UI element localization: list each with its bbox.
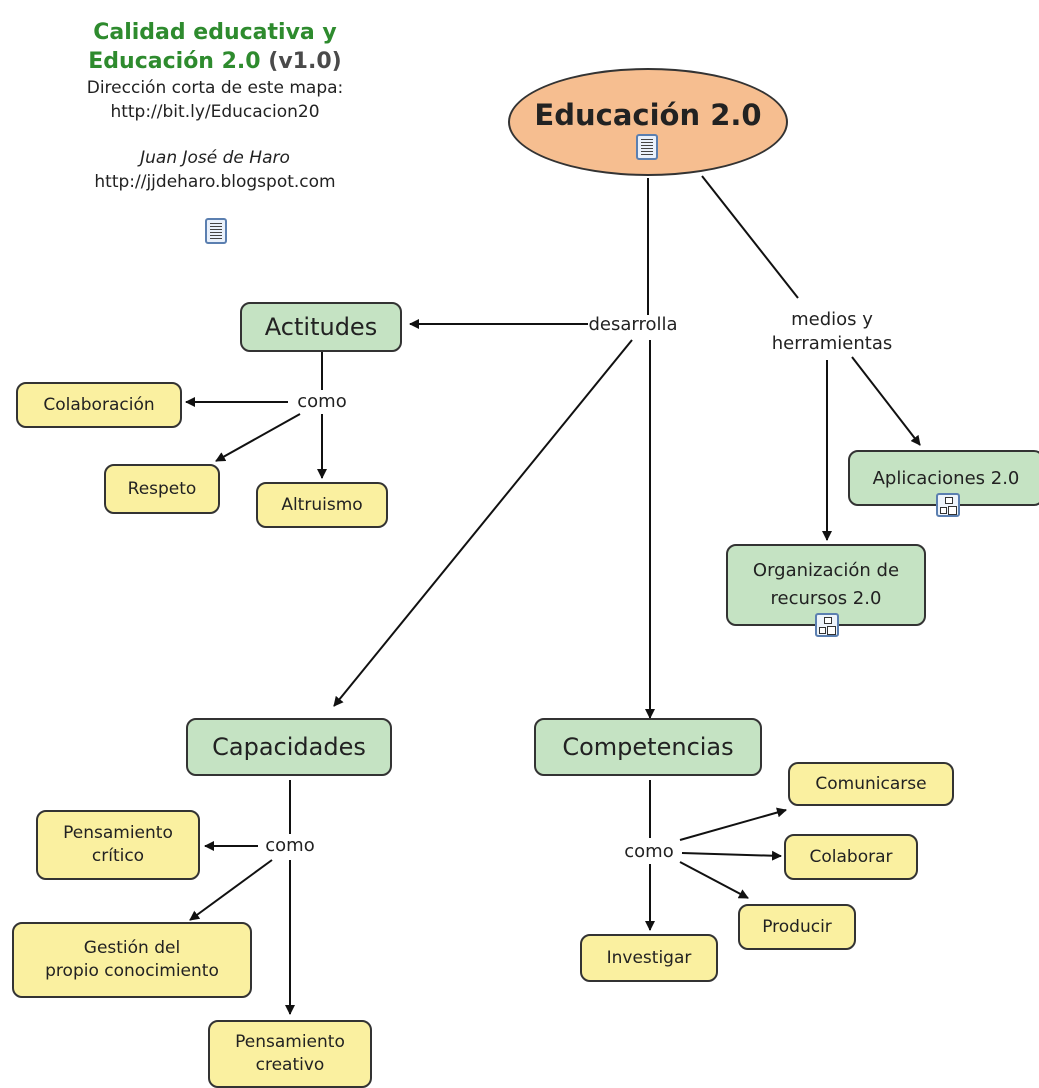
concept-actitudes[interactable]: Actitudes bbox=[240, 302, 402, 352]
edge-medios-aplicaciones bbox=[851, 356, 921, 446]
submap-icon-organizacion[interactable] bbox=[815, 613, 839, 637]
link-label-como-competencias: como bbox=[624, 841, 674, 862]
edge-root-medios bbox=[701, 175, 799, 299]
concept-altruismo[interactable]: Altruismo bbox=[256, 482, 388, 528]
short-url-label: Dirección corta de este mapa: bbox=[86, 78, 344, 98]
edge-desarrolla-capacidades bbox=[333, 339, 633, 707]
edge-como-colaborar bbox=[681, 850, 782, 861]
author-name: Juan José de Haro bbox=[140, 148, 290, 168]
concept-respeto[interactable]: Respeto bbox=[104, 464, 220, 514]
link-label-medios-herramientas: medios y herramientas bbox=[771, 309, 893, 354]
root-node-label: Educación 2.0 bbox=[534, 98, 762, 132]
concept-capacidades[interactable]: Capacidades bbox=[186, 718, 392, 776]
map-version: (v1.0) bbox=[268, 49, 342, 74]
author-url-link[interactable]: http://jjdeharo.blogspot.com bbox=[94, 172, 336, 192]
edge-como-comunicarse bbox=[679, 807, 787, 841]
link-label-desarrolla: desarrolla bbox=[588, 314, 678, 335]
edge-como-respeto bbox=[215, 413, 301, 462]
map-title-main: Educación 2.0 bbox=[88, 49, 261, 74]
map-title-line2: Educación 2.0 (v1.0) bbox=[40, 47, 390, 76]
concept-organizacion-recursos[interactable]: Organización de recursos 2.0 bbox=[726, 544, 926, 626]
map-title-line1: Calidad educativa y bbox=[93, 20, 337, 45]
concept-pensamiento-critico[interactable]: Pensamiento crítico bbox=[36, 810, 200, 880]
short-url-link[interactable]: http://bit.ly/Educacion20 bbox=[110, 102, 320, 122]
concept-gestion-conocimiento[interactable]: Gestión del propio conocimiento bbox=[12, 922, 252, 998]
link-label-como-capacidades: como bbox=[265, 835, 315, 856]
link-label-como-actitudes: como bbox=[297, 391, 347, 412]
edge-como-gestion bbox=[189, 859, 273, 921]
concept-colaborar[interactable]: Colaborar bbox=[784, 834, 918, 880]
concept-comunicarse[interactable]: Comunicarse bbox=[788, 762, 954, 806]
concept-pensamiento-creativo[interactable]: Pensamiento creativo bbox=[208, 1020, 372, 1088]
concept-competencias[interactable]: Competencias bbox=[534, 718, 762, 776]
concept-producir[interactable]: Producir bbox=[738, 904, 856, 950]
edge-como-producir bbox=[679, 861, 749, 899]
concept-investigar[interactable]: Investigar bbox=[580, 934, 718, 982]
document-icon[interactable] bbox=[636, 134, 658, 160]
author-document-icon[interactable] bbox=[205, 218, 227, 244]
concept-aplicaciones[interactable]: Aplicaciones 2.0 bbox=[848, 450, 1039, 506]
submap-icon-aplicaciones[interactable] bbox=[936, 493, 960, 517]
map-header: Calidad educativa y Educación 2.0 (v1.0)… bbox=[40, 18, 390, 194]
concept-colaboracion[interactable]: Colaboración bbox=[16, 382, 182, 428]
